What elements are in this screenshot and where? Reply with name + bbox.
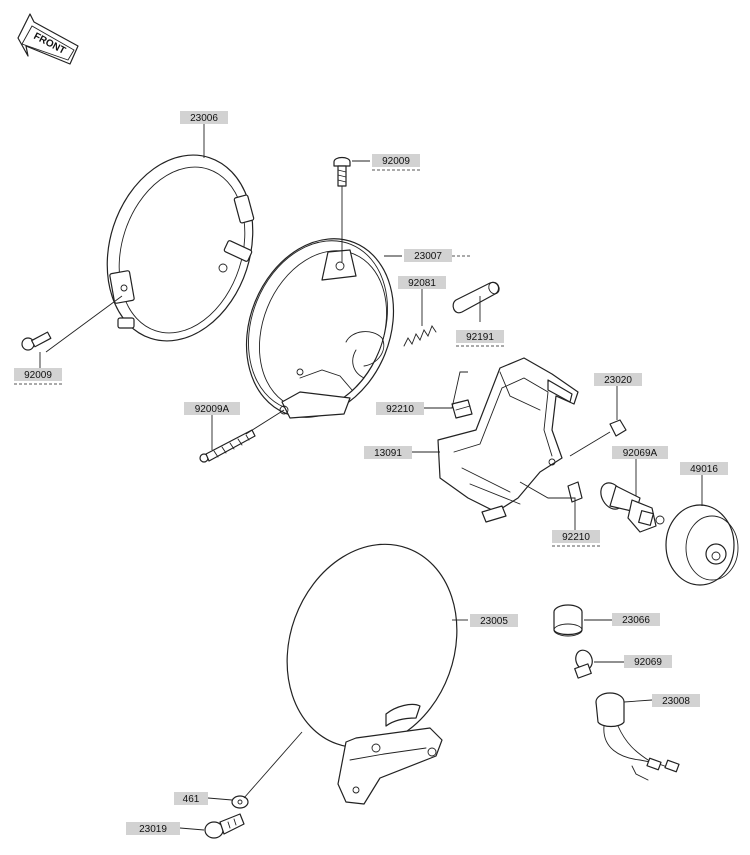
label-461: 461 [174,792,208,805]
label-92191: 92191 [456,330,504,347]
label-92009A: 92009A [184,402,240,415]
spring-92081 [403,325,437,347]
front-arrow-icon: FRONT [17,13,79,65]
svg-text:92069A: 92069A [623,448,658,459]
screw-92009A [199,429,256,463]
label-92210-upper: 92210 [376,402,424,415]
label-92069: 92069 [624,655,672,668]
headlight-shell-23005 [286,543,458,805]
svg-text:92210: 92210 [386,404,414,415]
label-92009-left: 92009 [14,368,62,385]
svg-text:23008: 23008 [662,696,690,707]
bracket-13091 [437,357,579,523]
svg-text:49016: 49016 [690,464,718,475]
rim-ring-23006 [106,154,255,342]
label-92009-top: 92009 [372,154,420,171]
svg-text:23020: 23020 [604,375,632,386]
label-23019: 23019 [126,822,180,835]
label-23020: 23020 [594,373,642,386]
label-23006: 23006 [180,111,228,124]
label-49016: 49016 [680,462,728,475]
label-23066: 23066 [612,613,660,626]
label-23007: 23007 [404,249,470,262]
svg-text:23005: 23005 [480,616,508,627]
screw-92009-left [21,331,52,351]
label-23008: 23008 [652,694,700,707]
svg-text:13091: 13091 [374,448,402,459]
svg-text:461: 461 [183,794,200,805]
housing-ring-23007 [245,238,395,419]
label-13091: 13091 [364,446,412,459]
svg-text:92009: 92009 [24,370,52,381]
svg-text:92191: 92191 [466,332,494,343]
leader-lines [39,124,703,831]
label-92210-lower: 92210 [552,530,600,547]
tube-92191 [452,281,500,314]
svg-text:23066: 23066 [622,615,650,626]
label-92069A: 92069A [612,446,668,459]
dust-cap-49016 [665,504,739,586]
svg-text:92069: 92069 [634,657,662,668]
label-92081: 92081 [398,276,446,289]
grommet-23066 [553,604,583,637]
svg-text:23019: 23019 [139,824,167,835]
bulb-92069 [574,649,593,679]
svg-text:92210: 92210 [562,532,590,543]
bolt-23019 [204,813,245,839]
screw-92009-top [333,156,351,187]
part-labels: 23006 92009 23007 92081 92191 92009 [14,111,728,835]
label-23005: 23005 [470,614,518,627]
nut-23020 [609,419,627,437]
svg-text:92081: 92081 [408,278,436,289]
clip-92210-upper [451,399,473,419]
svg-text:23006: 23006 [190,113,218,124]
svg-text:23007: 23007 [414,251,442,262]
clip-92210-lower [567,481,583,503]
socket-23008 [595,692,680,781]
washer-461 [231,795,249,809]
svg-text:92009A: 92009A [195,404,230,415]
bulb-92069A [600,482,665,533]
svg-text:92009: 92009 [382,156,410,167]
